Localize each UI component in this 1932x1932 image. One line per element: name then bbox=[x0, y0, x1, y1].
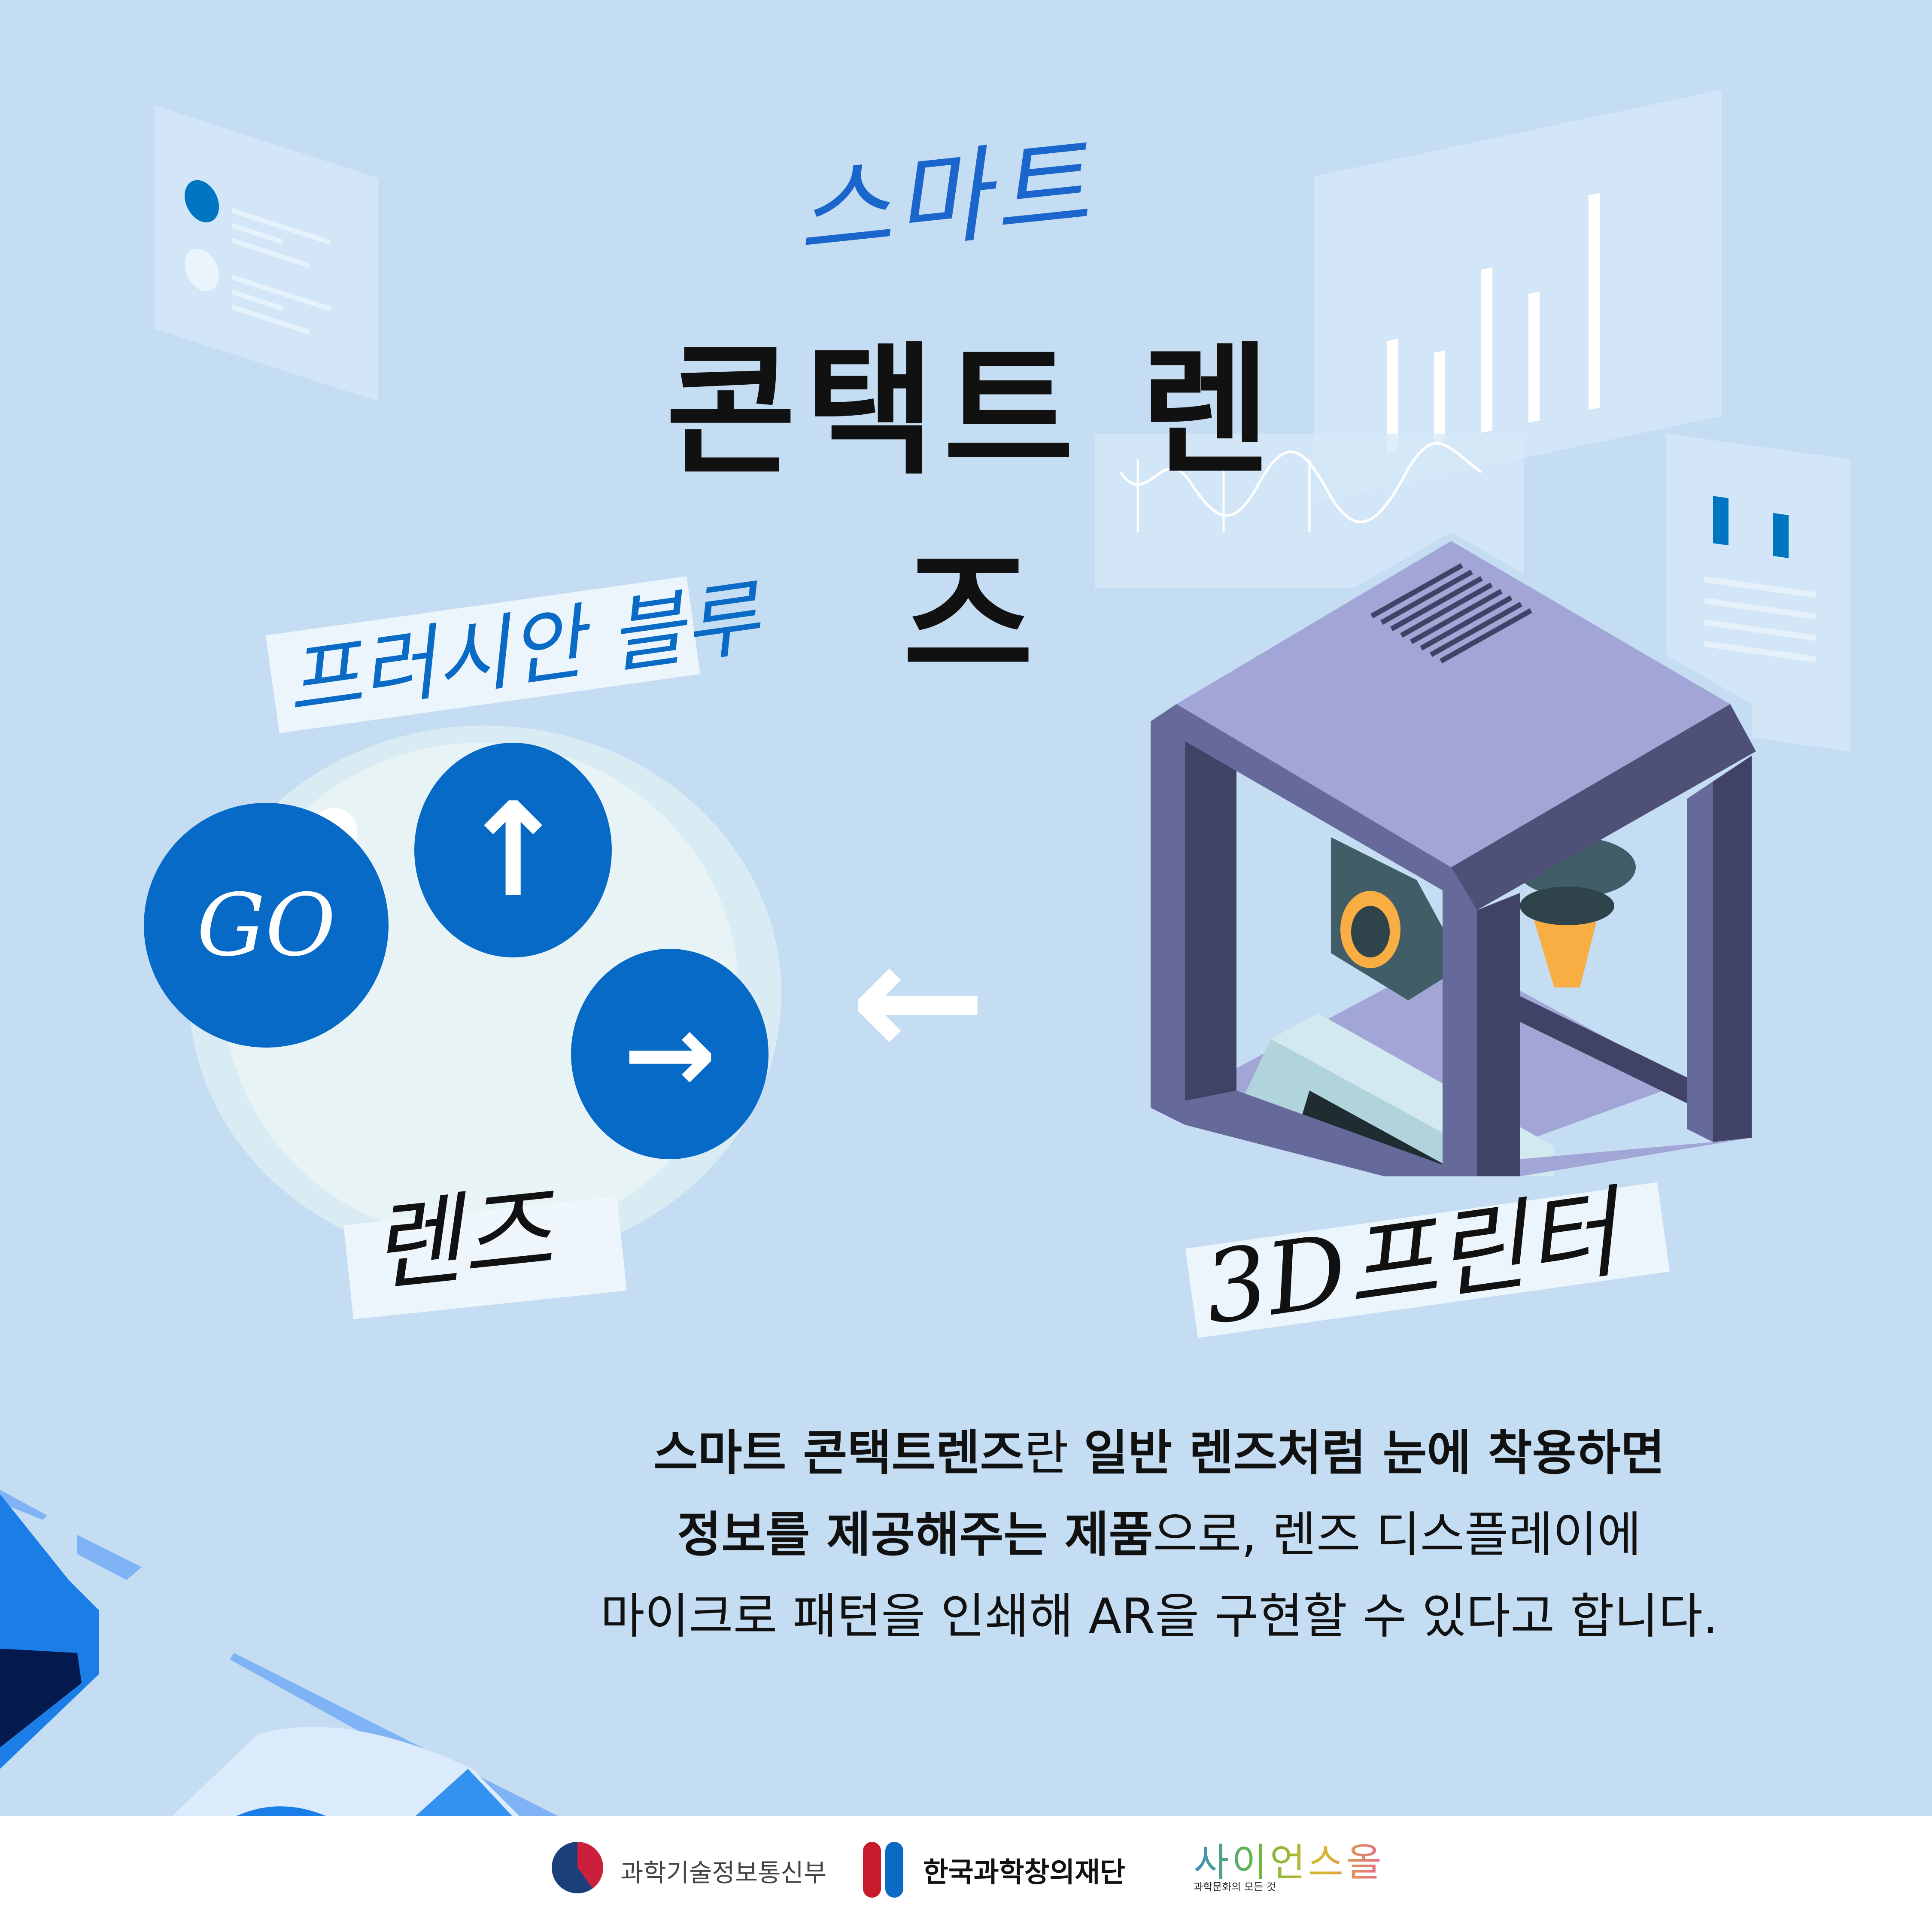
right-arrow-icon: → bbox=[623, 989, 717, 1119]
chart-bar bbox=[1434, 350, 1445, 443]
kofac-emblem-icon bbox=[863, 1842, 906, 1898]
logo-scienceall-tagline: 과학문화의 모든 것 bbox=[1194, 1881, 1276, 1893]
description-bold: 스마트 콘택트렌즈 bbox=[653, 1425, 1024, 1481]
bullet-line bbox=[232, 304, 309, 335]
description-regular: 으로, 렌즈 디스플레이에 bbox=[1153, 1507, 1641, 1563]
up-arrow-icon: ↑ bbox=[459, 775, 567, 925]
chart-bar bbox=[1528, 292, 1540, 423]
description-bold: 정보를 제공해주는 제품 bbox=[677, 1507, 1153, 1563]
go-label: GO bbox=[197, 875, 336, 975]
logo-scienceall: 사이언스올 bbox=[1194, 1831, 1384, 1887]
description-text: 스마트 콘택트렌즈란 일반 렌즈처럼 눈에 착용하면 정보를 제공해주는 제품으… bbox=[429, 1413, 1889, 1657]
3d-printer-illustration bbox=[1151, 532, 1756, 1176]
title-script: 스마트 bbox=[790, 124, 1098, 275]
bg-panel-list bbox=[155, 105, 378, 401]
description-bold: 일반 렌즈처럼 눈에 착용하면 bbox=[1084, 1425, 1665, 1481]
logo-kofac: 한국과학창의재단 bbox=[923, 1857, 1126, 1889]
msit-emblem-icon bbox=[552, 1842, 603, 1893]
page-title: 콘택트 렌즈 bbox=[665, 329, 1279, 699]
bullet-line bbox=[232, 238, 309, 268]
bullet-dot-light bbox=[185, 244, 219, 296]
description-line-3: 마이크로 패턴을 인쇄해 AR을 구현할 수 있다고 합니다. bbox=[600, 1589, 1718, 1644]
up-arrow-button[interactable]: ↑ bbox=[414, 743, 612, 957]
go-button[interactable]: GO bbox=[144, 803, 389, 1048]
chart-bar bbox=[1589, 193, 1600, 410]
footer-bar: 과학기술정보통신부 한국과학창의재단 사이언스올 과학문화의 모든 것 bbox=[0, 1816, 1932, 1932]
description-regular: 란 bbox=[1024, 1425, 1084, 1481]
bullet-dot-blue bbox=[185, 175, 219, 228]
description-line-1: 스마트 콘택트렌즈란 일반 렌즈처럼 눈에 착용하면 bbox=[429, 1413, 1889, 1494]
right-arrow-button[interactable]: → bbox=[571, 949, 769, 1159]
waveform-icon bbox=[1119, 442, 1482, 532]
description-line-2: 정보를 제공해주는 제품으로, 렌즈 디스플레이에 bbox=[429, 1494, 1889, 1576]
lens-name-label: 렌즈 bbox=[365, 1173, 558, 1306]
bg-panel-wave bbox=[1095, 434, 1524, 588]
lens-tag-label: 프러시안 블루 bbox=[280, 570, 765, 730]
flow-arrow-icon: ← bbox=[850, 905, 987, 1095]
chart-bar bbox=[1481, 267, 1492, 433]
printer-name-label: 3D프린터 bbox=[1197, 1175, 1624, 1347]
logo-msit: 과학기술정보통신부 bbox=[620, 1858, 827, 1887]
